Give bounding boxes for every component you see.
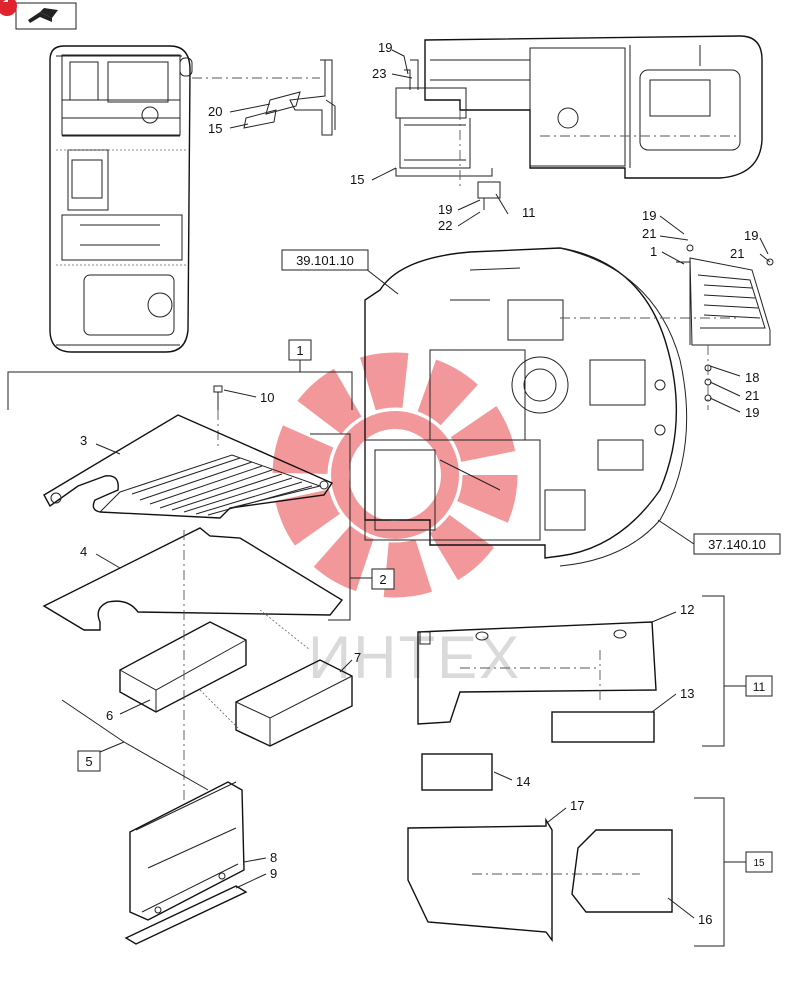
frame-plan-view (364, 247, 740, 567)
leader-lines (95, 49, 771, 919)
ref-37-140-10[interactable]: 37.140.10 (693, 533, 781, 555)
group-box-1-label: 1 (296, 343, 303, 358)
part-8-panel (129, 781, 245, 921)
callout-15: 15 (208, 121, 222, 136)
callout-7: 7 (354, 650, 361, 665)
group-box-15[interactable]: 15 (745, 851, 773, 873)
callout-3: 3 (80, 433, 87, 448)
callout-15: 15 (350, 172, 364, 187)
callout-19: 19 (378, 40, 392, 55)
callout-9: 9 (270, 866, 277, 881)
callout-1: 1 (650, 244, 657, 259)
group-box-5-label: 5 (85, 754, 92, 769)
bolt-10 (213, 385, 223, 450)
callout-10: 10 (260, 390, 274, 405)
callout-8: 8 (270, 850, 277, 865)
part-17-panel (407, 817, 640, 943)
group-box-2[interactable]: 2 (371, 568, 395, 590)
watermark: ИНТЕХ (272, 352, 521, 691)
group-box-15-label: 15 (753, 858, 765, 869)
ref-39-101-10-label: 39.101.10 (296, 253, 354, 268)
part-3-floor-panel (43, 414, 334, 519)
callout-18: 18 (745, 370, 759, 385)
callout-12: 12 (680, 602, 694, 617)
group-1-bracket (7, 360, 353, 410)
group-box-1[interactable]: 1 (288, 339, 312, 361)
part-7-block (235, 659, 353, 747)
nav-button[interactable] (15, 2, 77, 30)
ref-39-101-10[interactable]: 39.101.10 (281, 249, 369, 271)
callout-17: 17 (570, 798, 584, 813)
group-15-bracket (694, 797, 746, 947)
callout-19: 19 (745, 405, 759, 420)
callout-13: 13 (680, 686, 694, 701)
ref-37-140-10-label: 37.140.10 (708, 537, 766, 552)
group-box-11[interactable]: 11 (745, 675, 773, 697)
callout-14: 14 (516, 774, 530, 789)
callout-4: 4 (80, 544, 87, 559)
part-6-block (119, 621, 247, 713)
callout-19: 19 (642, 208, 656, 223)
part-4-underlay (42, 527, 344, 631)
badge-icon (0, 0, 17, 16)
part-13-plate (551, 711, 655, 743)
group-11-bracket (702, 595, 746, 747)
group-2-bracket (310, 433, 372, 621)
group-box-11-label: 11 (753, 680, 766, 694)
group-5-brace (61, 699, 209, 791)
machine-side-view (395, 35, 763, 210)
callout-19: 19 (438, 202, 452, 217)
watermark-text: ИНТЕХ (308, 624, 521, 691)
callout-16: 16 (698, 912, 712, 927)
callout-labels: 19 23 20 15 15 19 22 11 19 21 1 19 21 18… (80, 40, 759, 927)
callout-22: 22 (438, 218, 452, 233)
part-16-plate (571, 829, 673, 913)
part-9-strip (124, 885, 248, 945)
book-arrow-icon (28, 8, 58, 23)
callout-11: 11 (522, 205, 536, 220)
callout-21: 21 (642, 226, 656, 241)
group-box-2-label: 2 (379, 572, 386, 587)
callout-23: 23 (372, 66, 386, 81)
callout-6: 6 (106, 708, 113, 723)
callout-21: 21 (730, 246, 744, 261)
part-14-plate (421, 753, 493, 791)
callout-21: 21 (745, 388, 759, 403)
side-panel-view (676, 244, 774, 410)
machine-top-view (49, 45, 320, 353)
watermark-gear-icon (272, 352, 518, 598)
callout-19: 19 (744, 228, 758, 243)
callout-20: 20 (208, 104, 222, 119)
mounting-bracket (243, 59, 336, 136)
group-box-5[interactable]: 5 (77, 750, 101, 772)
